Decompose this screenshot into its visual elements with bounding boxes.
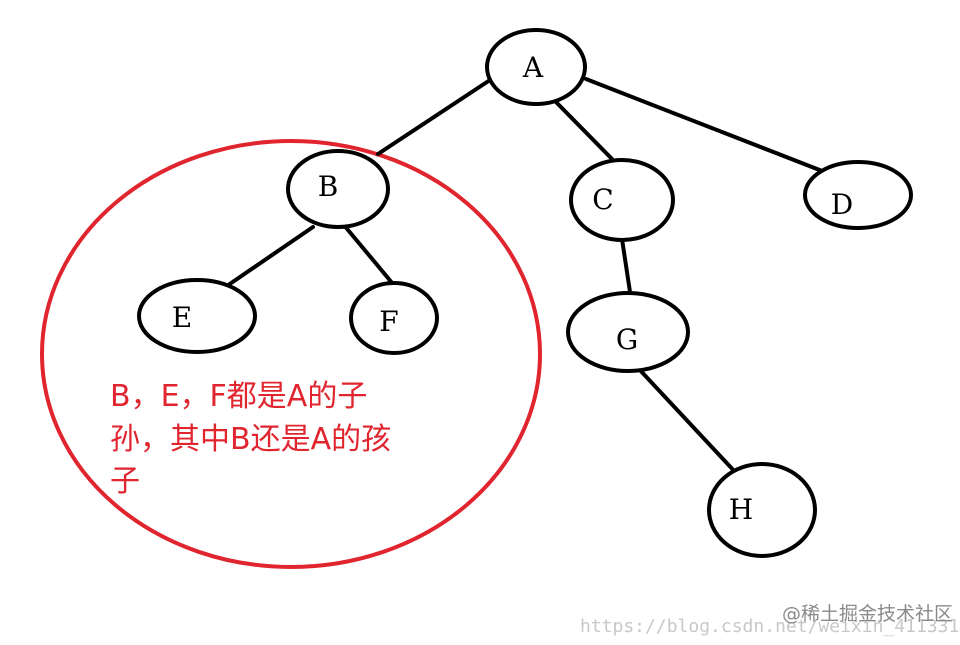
node-label-d: D [831, 188, 853, 221]
annotation-line-1: B，E，F都是A的子 [110, 379, 367, 414]
node-label-e: E [172, 301, 192, 334]
annotation-line-3: 子 [110, 464, 140, 499]
node-g [566, 291, 690, 373]
edge-a-d [584, 77, 837, 178]
edge-g-h [636, 366, 739, 476]
edge-a-b [376, 78, 492, 156]
edge-b-f [341, 222, 400, 292]
node-c [569, 158, 675, 242]
node-h [707, 462, 817, 558]
node-label-f: F [379, 305, 398, 338]
edge-a-c [553, 99, 614, 161]
annotation-line-2: 孙，其中B还是A的孩 [110, 422, 391, 457]
watermark-url: https://blog.csdn.net/weixin_41133154 [580, 616, 960, 637]
node-f [349, 281, 439, 355]
node-d [803, 160, 913, 230]
node-label-h: H [729, 493, 753, 526]
node-b [286, 149, 390, 229]
node-label-b: B [318, 170, 339, 203]
node-label-g: G [616, 323, 638, 356]
node-e [137, 278, 257, 354]
edge-c-g [620, 237, 632, 294]
watermark-site: @稀土掘金技术社区 [782, 603, 953, 625]
edge-b-e [219, 225, 315, 292]
annotation-note: B，E，F都是A的子 孙，其中B还是A的孩 子 [110, 379, 391, 499]
subtree-highlight-circle [40, 139, 542, 569]
node-labels: A B C D E F G H [172, 51, 853, 526]
nodes [137, 28, 913, 558]
watermark: https://blog.csdn.net/weixin_41133154 @稀… [580, 603, 960, 637]
node-label-a: A [522, 51, 544, 84]
node-a [485, 28, 587, 106]
edges [219, 77, 837, 476]
node-label-c: C [592, 183, 613, 216]
